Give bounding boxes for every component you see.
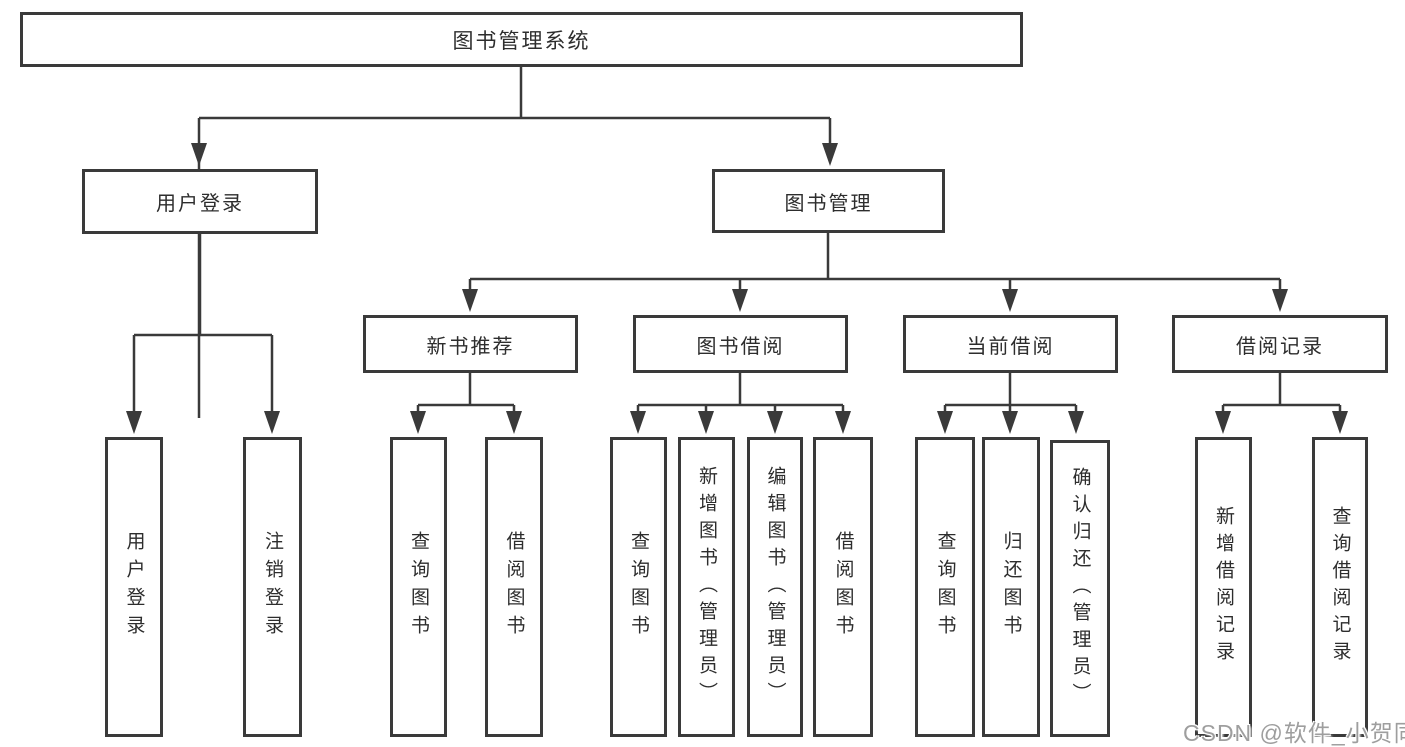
csdn-watermark: CSDN @软件_小贺同学 — [1183, 720, 1405, 746]
node-new-book-recommendation-label: 新书推荐 — [426, 335, 515, 358]
node-root: 图书管理系统 — [20, 12, 1023, 67]
arrowhead — [1332, 411, 1348, 434]
node-book-borrowing: 图书借阅 — [633, 315, 848, 373]
arrowhead — [1272, 289, 1288, 312]
leaf-cb-confirm-return-admin: 确认归还（管理员） — [1050, 440, 1110, 737]
connector-book-borrow-children — [636, 373, 845, 418]
arrowhead — [506, 411, 522, 434]
node-borrowing-records: 借阅记录 — [1172, 315, 1388, 373]
node-new-book-recommendation: 新书推荐 — [363, 315, 578, 373]
arrowhead — [630, 411, 646, 434]
arrowhead — [1215, 411, 1231, 434]
arrowhead — [937, 411, 953, 434]
node-book-management: 图书管理 — [712, 169, 945, 233]
leaf-bb-add-books-admin-label: 新增图书（管理员） — [696, 465, 717, 709]
leaf-cb-query-books: 查询图书 — [915, 437, 975, 737]
node-current-borrowing-label: 当前借阅 — [966, 335, 1055, 358]
node-borrowing-records-label: 借阅记录 — [1236, 335, 1324, 358]
leaf-bb-query-books-label: 查询图书 — [628, 531, 649, 643]
leaf-logout-label: 注销登录 — [262, 531, 283, 643]
leaf-br-add-record-label: 新增借阅记录 — [1213, 506, 1234, 668]
leaf-br-add-record: 新增借阅记录 — [1195, 437, 1252, 737]
arrowhead — [410, 411, 426, 434]
arrowhead — [767, 411, 783, 434]
arrowhead — [1002, 411, 1018, 434]
leaf-cb-confirm-return-admin-label: 确认归还（管理员） — [1069, 467, 1091, 710]
node-book-borrowing-label: 图书借阅 — [696, 335, 785, 358]
leaf-bb-query-books: 查询图书 — [610, 437, 667, 737]
leaf-br-query-record: 查询借阅记录 — [1312, 437, 1368, 737]
leaf-cb-return-books-label: 归还图书 — [1000, 531, 1022, 643]
connector-user-login-children — [132, 234, 274, 418]
node-current-borrowing: 当前借阅 — [903, 315, 1118, 373]
node-root-label: 图书管理系统 — [452, 29, 591, 53]
leaf-logout: 注销登录 — [243, 437, 302, 737]
leaf-cb-return-books: 归还图书 — [982, 437, 1040, 737]
node-user-login-label: 用户登录 — [156, 193, 244, 215]
leaf-nbr-borrow-books: 借阅图书 — [485, 437, 543, 737]
leaf-user-login: 用户登录 — [105, 437, 163, 737]
arrowhead — [822, 143, 838, 166]
connector-root-to-level2 — [197, 67, 832, 418]
connector-borrow-records-children — [1221, 373, 1342, 418]
node-book-management-label: 图书管理 — [784, 192, 873, 215]
arrowhead — [191, 143, 207, 166]
arrowhead — [126, 411, 142, 434]
leaf-nbr-borrow-books-label: 借阅图书 — [503, 531, 525, 643]
node-user-login: 用户登录 — [82, 169, 318, 234]
connector-new-book-rec-children — [416, 373, 516, 418]
arrowhead — [1068, 411, 1084, 434]
leaf-bb-borrow-books-label: 借阅图书 — [832, 531, 854, 643]
leaf-nbr-query-books: 查询图书 — [390, 437, 447, 737]
leaf-bb-add-books-admin: 新增图书（管理员） — [678, 437, 735, 737]
arrowhead — [264, 411, 280, 434]
arrowhead — [1002, 289, 1018, 312]
leaf-bb-edit-books-admin: 编辑图书（管理员） — [747, 437, 803, 737]
arrowhead — [732, 289, 748, 312]
arrowhead — [462, 289, 478, 312]
leaf-br-query-record-label: 查询借阅记录 — [1329, 506, 1351, 668]
leaf-bb-borrow-books: 借阅图书 — [813, 437, 873, 737]
arrowheads — [126, 143, 1348, 434]
arrowhead — [698, 411, 714, 434]
connector-book-mgmt-children — [468, 233, 1282, 296]
leaf-cb-query-books-label: 查询图书 — [934, 531, 956, 643]
leaf-bb-edit-books-admin-label: 编辑图书（管理员） — [764, 465, 786, 709]
arrowhead — [835, 411, 851, 434]
leaf-user-login-label: 用户登录 — [123, 531, 145, 643]
leaf-nbr-query-books-label: 查询图书 — [408, 531, 429, 643]
